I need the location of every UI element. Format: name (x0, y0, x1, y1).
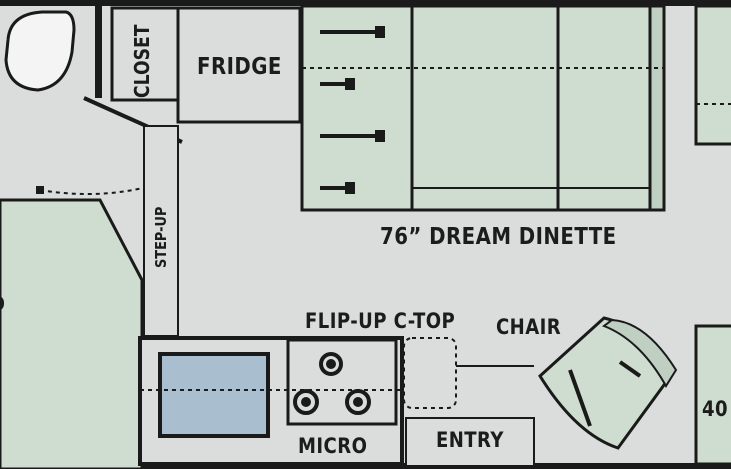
stove (286, 338, 398, 426)
right-cabinet (694, 4, 731, 146)
top-wall (0, 0, 731, 6)
chair-icon (538, 316, 678, 450)
right-lower-cabinet (694, 324, 731, 466)
toilet-icon (4, 10, 76, 92)
micro-label: MICRO (298, 434, 368, 458)
chair-label: CHAIR (496, 315, 562, 339)
step-up-label: STEP-UP (152, 206, 170, 268)
entry-label: ENTRY (436, 428, 504, 452)
partial-right-label: 40 (702, 397, 729, 421)
door-hinge (36, 186, 44, 194)
partial-left-label: D (0, 292, 5, 316)
bath-wall (95, 6, 102, 98)
dinette (300, 4, 666, 212)
entry (405, 417, 535, 467)
fridge (176, 6, 302, 124)
sink (158, 352, 270, 438)
door-swing (39, 184, 156, 195)
flip-up-label: FLIP-UP C-TOP (305, 309, 456, 333)
dinette-label: 76” DREAM DINETTE (380, 224, 617, 250)
lounge (0, 198, 144, 469)
flip-up-top (403, 337, 457, 409)
closet-label: CLOSET (130, 24, 154, 98)
fridge-label: FRIDGE (197, 54, 282, 80)
